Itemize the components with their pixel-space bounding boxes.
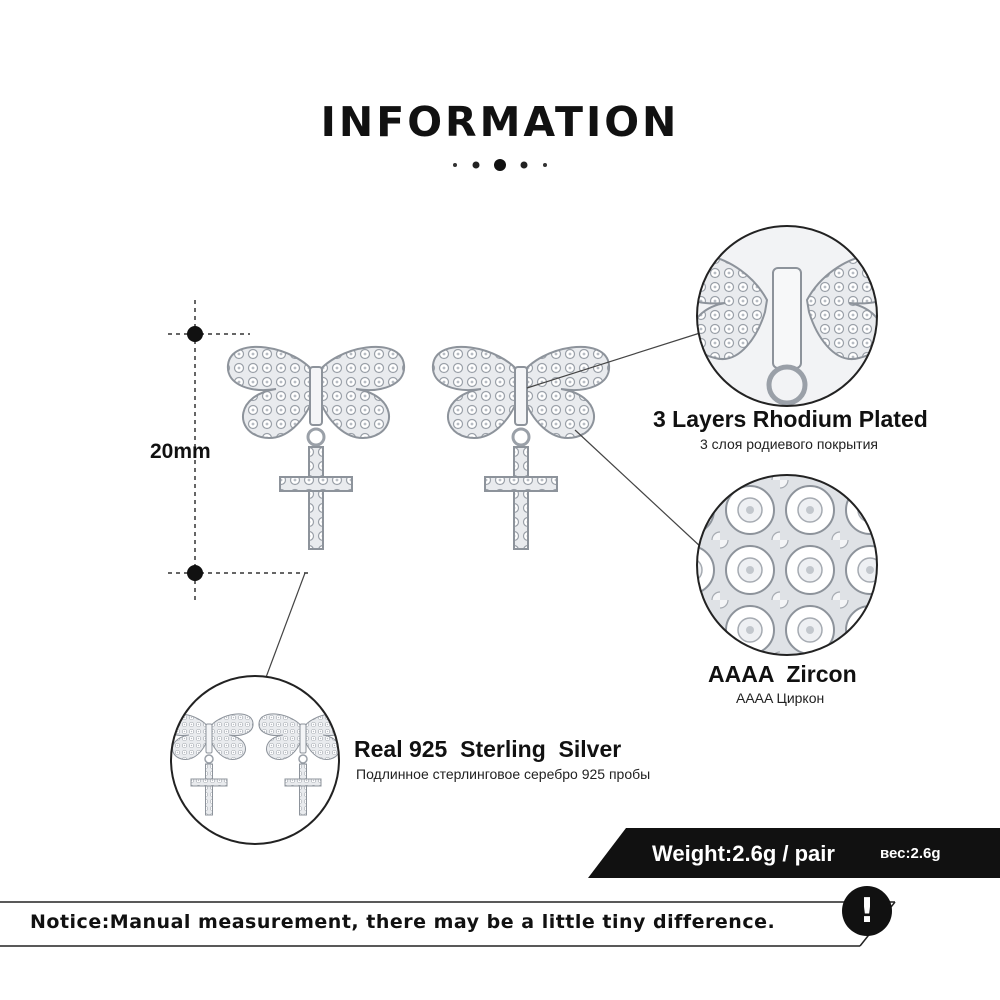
- silver-title: Real 925 Sterling Silver: [354, 736, 622, 762]
- title-dots-decoration: [453, 159, 547, 171]
- zircon-subtitle: AAAA Циркон: [736, 690, 825, 706]
- page-title: INFORMATION: [320, 98, 680, 146]
- weight-label-ru: вес:2.6g: [880, 845, 941, 862]
- zircon-title: AAAA Zircon: [708, 661, 857, 687]
- zircon-closeup: [696, 474, 878, 656]
- weight-label: Weight:2.6g / pair: [652, 841, 835, 866]
- rhodium-closeup: [696, 225, 878, 407]
- dimension-label: 20mm: [150, 440, 211, 463]
- silver-subtitle: Подлинное стерлинговое серебро 925 пробы: [356, 766, 651, 782]
- exclamation-icon: !: [842, 886, 892, 936]
- earring-left: [226, 345, 406, 551]
- notice-text: Notice:Manual measurement, there may be …: [30, 911, 776, 933]
- dimension-marker: [168, 300, 310, 600]
- earring-right: [431, 345, 611, 551]
- silver-closeup: [170, 675, 340, 845]
- callout-lines: [264, 332, 703, 681]
- rhodium-subtitle: 3 слоя родиевого покрытия: [700, 436, 878, 452]
- rhodium-title: 3 Layers Rhodium Plated: [653, 406, 928, 432]
- weight-band: [588, 828, 1000, 878]
